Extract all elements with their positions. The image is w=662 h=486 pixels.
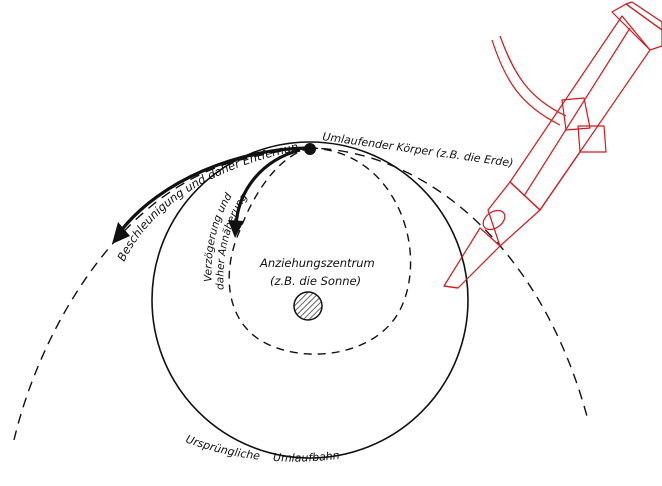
attraction-center [293,291,323,321]
acceleration-arrow [118,146,311,233]
acceleration-arrowhead [112,222,130,244]
orbiting-body [304,143,316,155]
compass-pencil-icon [443,1,662,289]
attraction-center-label-line1: Anziehungszentrum [259,256,375,270]
acceleration-label: Beschleunigung und daher Entfernung [0,0,300,263]
orbiting-body-label: Umlaufender Körper (z.B. die Erde) [322,130,515,170]
attraction-center-label-line2: (z.B. die Sonne) [270,274,361,288]
original-orbit-circle [151,141,469,459]
inner-dashed-trajectory [228,147,412,355]
deceleration-arrowhead [228,220,244,238]
deceleration-arrow [234,148,301,227]
original-orbit-label: Ursprüngliche Umlaufbahn [184,433,340,465]
